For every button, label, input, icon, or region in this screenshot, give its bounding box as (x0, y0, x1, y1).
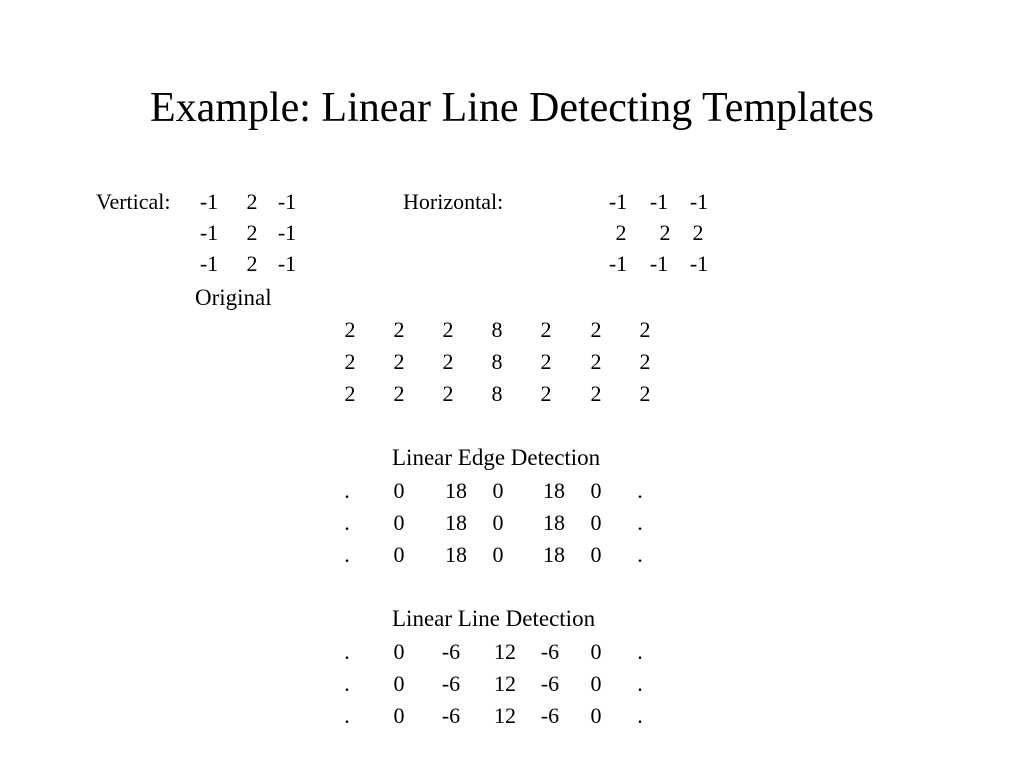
original-cell: 2 (590, 349, 602, 374)
horizontal-cell: -1 (689, 251, 709, 276)
vertical-cell: 2 (246, 251, 258, 276)
edge-cell: . (344, 478, 350, 503)
edge-cell: 18 (445, 542, 467, 567)
horizontal-cell: 2 (615, 220, 627, 245)
line-cell: 12 (494, 639, 516, 664)
line-cell: . (637, 639, 643, 664)
line-cell: . (637, 671, 643, 696)
horizontal-template-label: Horizontal: (403, 189, 504, 214)
line-cell: 0 (590, 671, 602, 696)
edge-cell: . (344, 542, 350, 567)
edge-cell: 18 (543, 478, 565, 503)
vertical-cell: 2 (246, 220, 258, 245)
vertical-cell: -1 (199, 220, 219, 245)
line-cell: . (344, 639, 350, 664)
original-cell: 2 (540, 317, 552, 342)
edge-cell: 18 (445, 478, 467, 503)
horizontal-cell: -1 (689, 189, 709, 214)
line-cell: . (344, 703, 350, 728)
edge-cell: 18 (543, 510, 565, 535)
edge-cell: 0 (393, 478, 405, 503)
edge-cell: 18 (543, 542, 565, 567)
original-cell: 2 (442, 349, 454, 374)
edge-cell: 0 (393, 510, 405, 535)
original-cell: 8 (491, 349, 503, 374)
original-cell: 2 (540, 381, 552, 406)
horizontal-cell: -1 (649, 251, 669, 276)
original-cell: 2 (639, 349, 651, 374)
line-cell: -6 (540, 639, 560, 664)
horizontal-cell: 2 (692, 220, 704, 245)
original-cell: 2 (344, 381, 356, 406)
original-heading: Original (195, 285, 272, 310)
original-cell: 8 (491, 317, 503, 342)
line-cell: . (637, 703, 643, 728)
edge-cell: 0 (492, 510, 504, 535)
line-cell: 0 (590, 639, 602, 664)
original-cell: 2 (442, 381, 454, 406)
line-cell: -6 (441, 671, 461, 696)
line-cell: -6 (441, 703, 461, 728)
horizontal-cell: -1 (608, 251, 628, 276)
original-cell: 2 (540, 349, 552, 374)
line-cell: . (344, 671, 350, 696)
edge-cell: . (637, 510, 643, 535)
edge-cell: . (637, 542, 643, 567)
line-cell: -6 (540, 703, 560, 728)
original-cell: 2 (393, 317, 405, 342)
vertical-template-label: Vertical: (96, 189, 171, 214)
horizontal-cell: -1 (608, 189, 628, 214)
vertical-cell: -1 (199, 251, 219, 276)
slide-title: Example: Linear Line Detecting Templates (149, 85, 874, 131)
line-cell: 0 (393, 703, 405, 728)
vertical-cell: -1 (277, 251, 297, 276)
edge-cell: 0 (590, 478, 602, 503)
original-cell: 2 (442, 317, 454, 342)
line-cell: -6 (540, 671, 560, 696)
line-cell: 0 (393, 671, 405, 696)
original-cell: 2 (639, 317, 651, 342)
edge-cell: 0 (590, 510, 602, 535)
vertical-cell: -1 (199, 189, 219, 214)
edge-cell: 0 (492, 542, 504, 567)
horizontal-cell: 2 (659, 220, 671, 245)
line-cell: 12 (494, 671, 516, 696)
line-cell: 0 (590, 703, 602, 728)
original-cell: 2 (344, 317, 356, 342)
original-cell: 2 (590, 381, 602, 406)
original-cell: 2 (393, 381, 405, 406)
vertical-cell: -1 (277, 220, 297, 245)
edge-cell: 0 (492, 478, 504, 503)
line-cell: -6 (441, 639, 461, 664)
edge-cell: 0 (393, 542, 405, 567)
original-cell: 8 (491, 381, 503, 406)
original-cell: 2 (639, 381, 651, 406)
original-cell: 2 (590, 317, 602, 342)
original-cell: 2 (344, 349, 356, 374)
edge-detection-heading: Linear Edge Detection (392, 445, 601, 470)
horizontal-cell: -1 (649, 189, 669, 214)
edge-cell: 18 (445, 510, 467, 535)
line-cell: 0 (393, 639, 405, 664)
edge-cell: . (637, 478, 643, 503)
line-cell: 12 (494, 703, 516, 728)
edge-cell: . (344, 510, 350, 535)
edge-cell: 0 (590, 542, 602, 567)
original-cell: 2 (393, 349, 405, 374)
line-detection-heading: Linear Line Detection (392, 606, 596, 631)
vertical-cell: 2 (246, 189, 258, 214)
vertical-cell: -1 (277, 189, 297, 214)
